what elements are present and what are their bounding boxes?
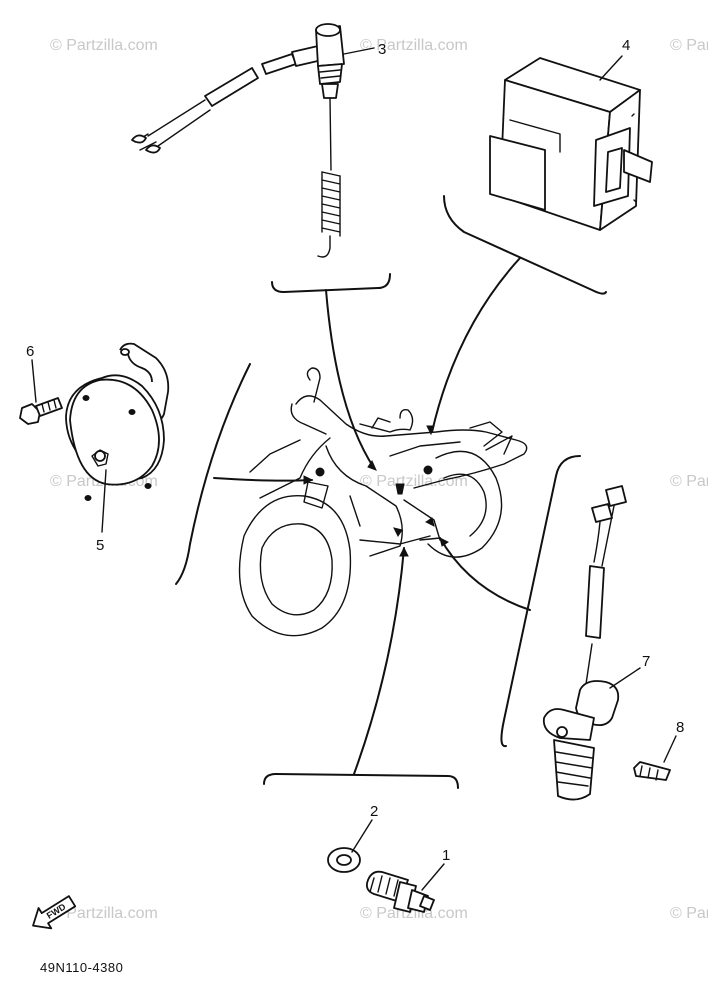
fwd-arrow-icon xyxy=(32,895,77,930)
part-3-brake-switch[interactable] xyxy=(131,23,345,258)
bracket-part-5-6 xyxy=(175,363,251,585)
part-2-washer[interactable] xyxy=(327,847,361,873)
callout-1: 1 xyxy=(442,847,450,864)
watermark-9: © Partzilla.com xyxy=(670,905,708,922)
bracket-part-4 xyxy=(443,195,607,295)
watermark-3: © Partzilla.com xyxy=(670,37,708,54)
callout-leaders xyxy=(31,47,677,891)
leader-lines xyxy=(213,257,531,775)
callout-8: 8 xyxy=(676,719,684,736)
watermark-2: © Partzilla.com xyxy=(360,37,468,54)
callout-3: 3 xyxy=(378,41,386,58)
callout-2: 2 xyxy=(370,803,378,820)
watermark-1: © Partzilla.com xyxy=(50,37,158,54)
watermark-6: © Partzilla.com xyxy=(670,473,708,490)
callout-7: 7 xyxy=(642,653,650,670)
drawing-code: 49N110-4380 xyxy=(40,960,123,975)
watermark-5: © Partzilla.com xyxy=(360,473,468,490)
motorcycle-outline xyxy=(238,367,528,637)
part-8-bolt[interactable] xyxy=(633,761,671,781)
part-6-bolt[interactable] xyxy=(19,397,63,425)
part-1-sensor[interactable] xyxy=(365,870,435,913)
part-4-relay-unit[interactable] xyxy=(489,57,653,231)
part-5-horn[interactable] xyxy=(65,342,170,501)
bracket-part-1-2 xyxy=(263,773,459,789)
callout-numbers: 3 4 6 5 7 8 2 1 xyxy=(26,37,684,864)
part-7-switch[interactable] xyxy=(542,485,627,801)
watermark-7: © Partzilla.com xyxy=(50,905,158,922)
bracket-lines xyxy=(175,195,607,789)
bracket-part-7-8 xyxy=(500,455,581,748)
callout-6: 6 xyxy=(26,343,34,360)
callout-5: 5 xyxy=(96,537,104,554)
bracket-part-3 xyxy=(271,273,391,293)
watermark-8: © Partzilla.com xyxy=(360,905,468,922)
callout-4: 4 xyxy=(622,37,630,54)
